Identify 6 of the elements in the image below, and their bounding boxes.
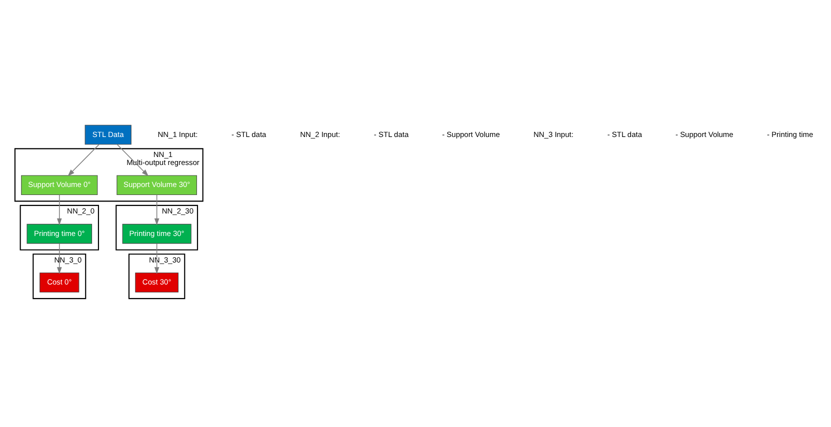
arrow <box>116 144 149 176</box>
arrow <box>56 242 62 274</box>
arrow <box>68 144 100 176</box>
arrow <box>154 242 160 274</box>
arrow <box>56 194 62 225</box>
arrow <box>154 194 160 225</box>
